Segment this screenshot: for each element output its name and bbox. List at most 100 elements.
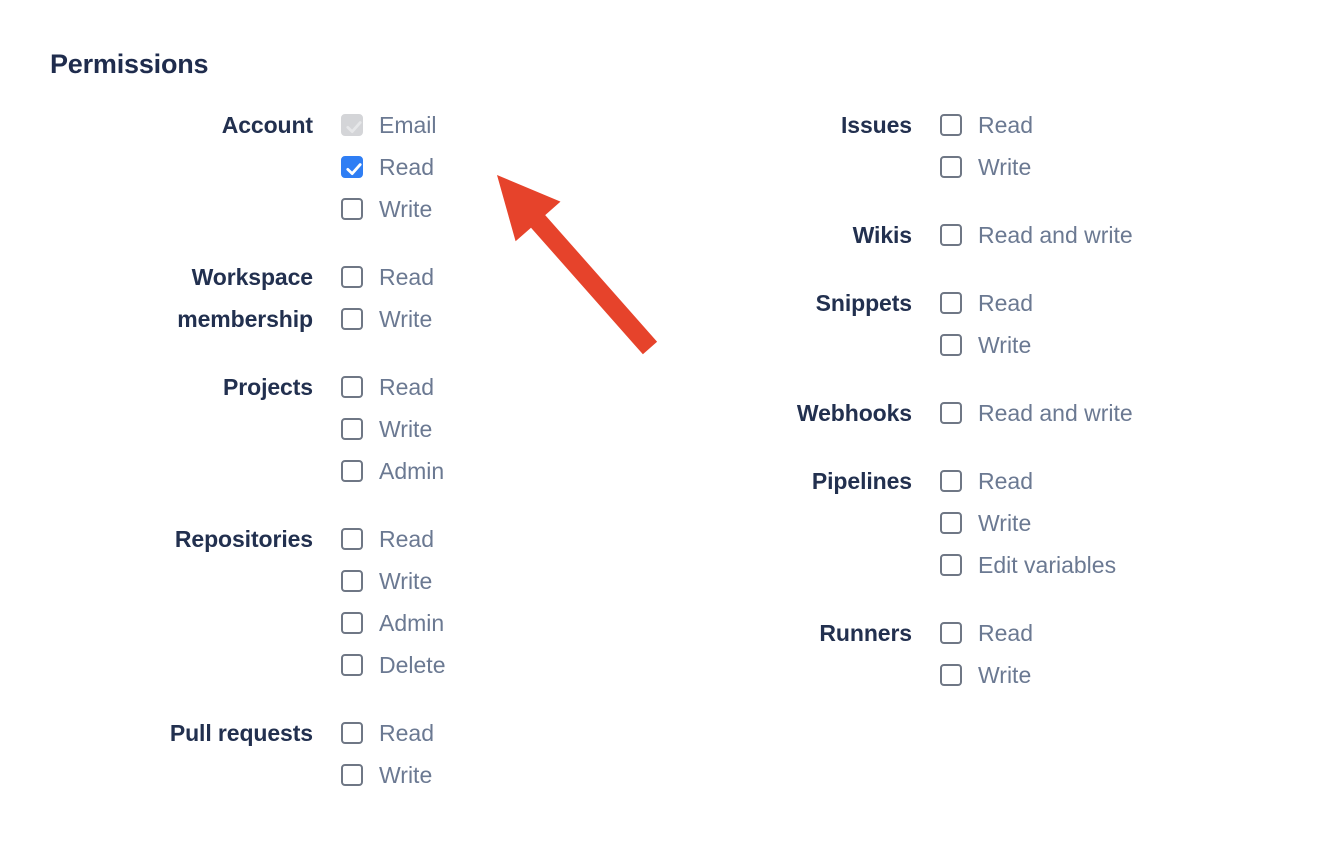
permission-option-runners-write[interactable]: Write [940,654,1300,696]
permission-option-pipelines-read[interactable]: Read [940,460,1300,502]
group-label-snippets: Snippets [815,290,912,316]
checkbox-issues-write[interactable] [940,156,962,178]
checkbox-webhooks-read-and-write[interactable] [940,402,962,424]
checkbox-label-repositories-read[interactable]: Read [379,525,434,552]
checkbox-projects-admin[interactable] [341,460,363,482]
permission-option-account-read[interactable]: Read [341,146,660,188]
checkbox-pull-requests-read[interactable] [341,722,363,744]
permission-option-repositories-delete[interactable]: Delete [341,644,660,686]
permission-option-projects-read[interactable]: Read [341,366,660,408]
permission-option-issues-read[interactable]: Read [940,104,1300,146]
checkbox-label-runners-read[interactable]: Read [978,619,1033,646]
checkbox-label-pipelines-write[interactable]: Write [978,509,1032,536]
permission-options-webhooks: Read and write [940,392,1300,434]
permission-option-repositories-write[interactable]: Write [341,560,660,602]
checkbox-label-repositories-write[interactable]: Write [379,567,433,594]
permission-option-wikis-read-and-write[interactable]: Read and write [940,214,1300,256]
checkbox-label-workspace-membership-read[interactable]: Read [379,263,434,290]
checkbox-pull-requests-write[interactable] [341,764,363,786]
checkbox-wikis-read-and-write[interactable] [940,224,962,246]
checkbox-repositories-delete[interactable] [341,654,363,676]
permission-option-snippets-read[interactable]: Read [940,282,1300,324]
checkbox-label-snippets-write[interactable]: Write [978,331,1032,358]
permission-option-webhooks-read-and-write[interactable]: Read and write [940,392,1300,434]
permission-option-account-email[interactable]: Email [341,104,660,146]
checkbox-projects-write[interactable] [341,418,363,440]
checkbox-label-workspace-membership-write[interactable]: Write [379,305,433,332]
permission-option-issues-write[interactable]: Write [940,146,1300,188]
permission-option-workspace-membership-read[interactable]: Read [341,256,660,298]
checkbox-label-account-email[interactable]: Email [379,111,437,138]
checkbox-repositories-write[interactable] [341,570,363,592]
permission-option-projects-write[interactable]: Write [341,408,660,450]
group-label-account: Account [221,112,313,138]
checkbox-runners-write[interactable] [940,664,962,686]
checkbox-label-account-read[interactable]: Read [379,153,434,180]
permission-option-pull-requests-write[interactable]: Write [341,754,660,796]
checkbox-projects-read[interactable] [341,376,363,398]
checkbox-label-repositories-delete[interactable]: Delete [379,651,446,678]
checkbox-issues-read[interactable] [940,114,962,136]
checkbox-snippets-read[interactable] [940,292,962,314]
permission-option-pipelines-write[interactable]: Write [940,502,1300,544]
checkbox-label-account-write[interactable]: Write [379,195,433,222]
permission-option-projects-admin[interactable]: Admin [341,450,660,492]
checkbox-workspace-membership-write[interactable] [341,308,363,330]
checkbox-label-projects-read[interactable]: Read [379,373,434,400]
permission-option-runners-read[interactable]: Read [940,612,1300,654]
group-label-repositories: Repositories [174,526,313,552]
checkbox-pipelines-edit-variables[interactable] [940,554,962,576]
checkbox-runners-read[interactable] [940,622,962,644]
checkbox-label-issues-write[interactable]: Write [978,153,1032,180]
permission-option-workspace-membership-write[interactable]: Write [341,298,660,340]
checkbox-account-write[interactable] [341,198,363,220]
permission-option-pull-requests-read[interactable]: Read [341,712,660,754]
permission-option-repositories-admin[interactable]: Admin [341,602,660,644]
checkbox-pipelines-write[interactable] [940,512,962,534]
checkbox-label-issues-read[interactable]: Read [978,111,1033,138]
permission-option-account-write[interactable]: Write [341,188,660,230]
checkbox-label-pipelines-edit-variables[interactable]: Edit variables [978,551,1117,578]
checkbox-pipelines-read[interactable] [940,470,962,492]
checkbox-repositories-admin[interactable] [341,612,363,634]
checkbox-snippets-write[interactable] [940,334,962,356]
checkbox-workspace-membership-read[interactable] [341,266,363,288]
permission-options-wikis: Read and write [940,214,1300,256]
group-label-webhooks: Webhooks [796,400,912,426]
permission-option-snippets-write[interactable]: Write [940,324,1300,366]
checkbox-label-wikis-read-and-write[interactable]: Read and write [978,221,1133,248]
checkbox-label-webhooks-read-and-write[interactable]: Read and write [978,399,1133,426]
checkbox-label-pull-requests-write[interactable]: Write [379,761,433,788]
checkbox-label-pipelines-read[interactable]: Read [978,467,1033,494]
checkbox-label-runners-write[interactable]: Write [978,661,1032,688]
checkbox-label-repositories-admin[interactable]: Admin [379,609,445,636]
permission-option-repositories-read[interactable]: Read [341,518,660,560]
checkbox-label-snippets-read[interactable]: Read [978,289,1033,316]
checkbox-label-pull-requests-read[interactable]: Read [379,719,434,746]
checkbox-label-projects-admin[interactable]: Admin [379,457,445,484]
checkbox-repositories-read[interactable] [341,528,363,550]
group-label-workspace-membership: Workspace membership [177,264,313,332]
group-label-issues: Issues [840,112,912,138]
group-label-projects: Projects [223,374,313,400]
checkbox-account-read[interactable] [341,156,363,178]
checkbox-label-projects-write[interactable]: Write [379,415,433,442]
permission-option-pipelines-edit-variables[interactable]: Edit variables [940,544,1300,586]
group-label-pipelines: Pipelines [811,468,912,494]
